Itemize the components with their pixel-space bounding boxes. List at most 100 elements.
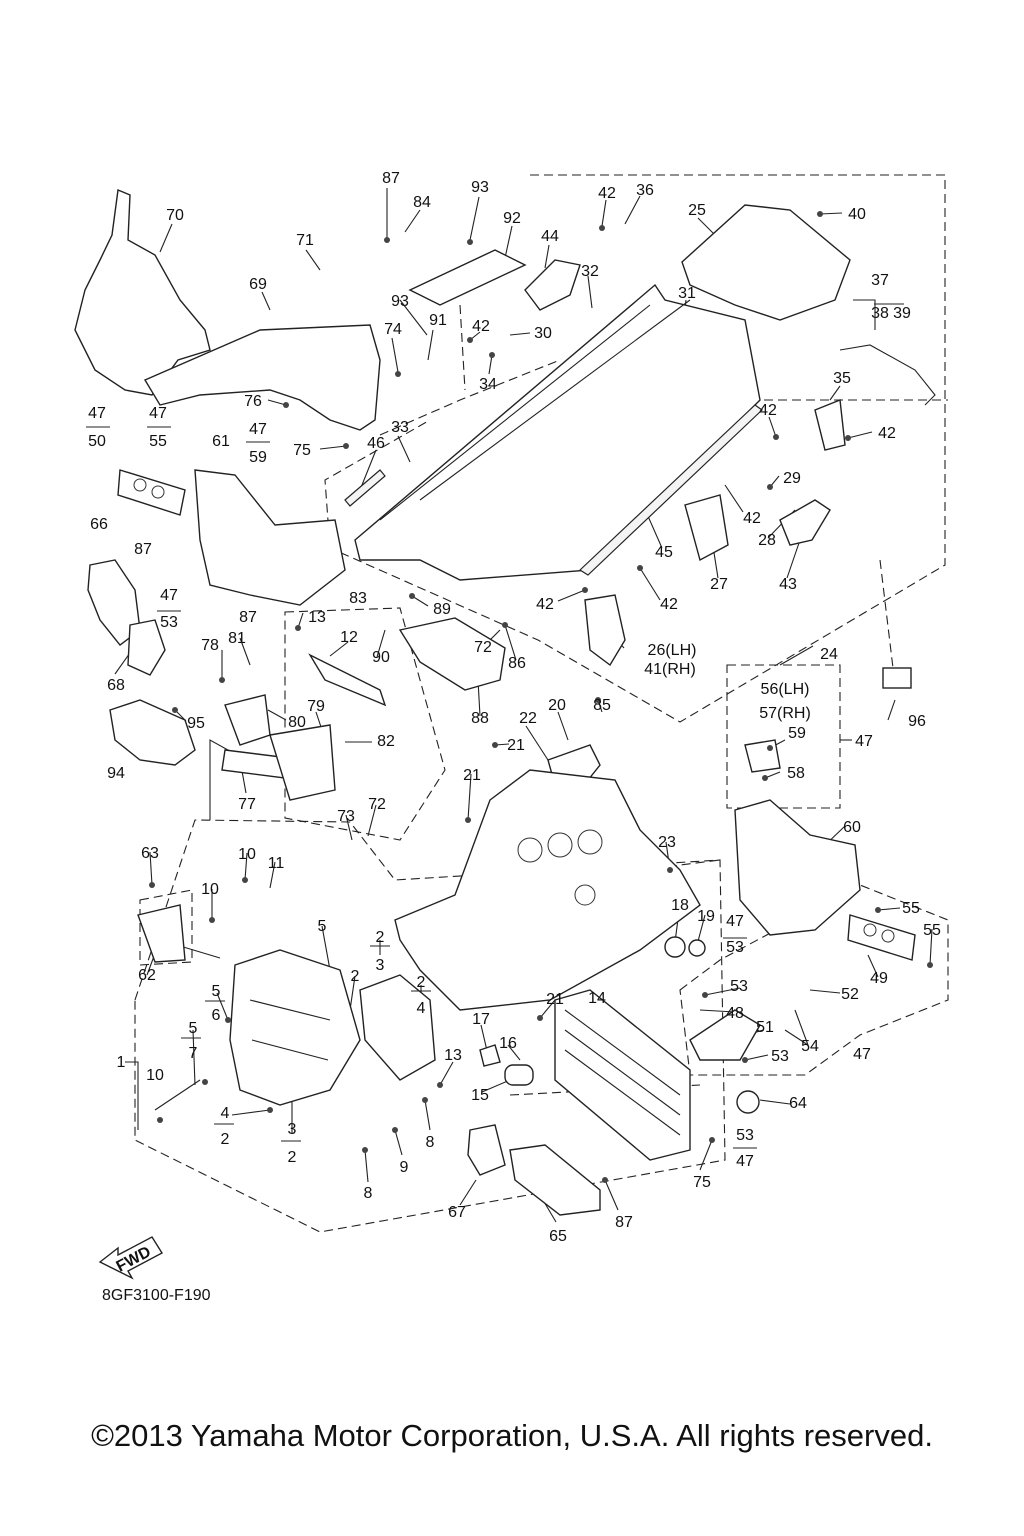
diagram-reference-code: 8GF3100-F190: [102, 1287, 211, 1304]
callout: 79: [307, 698, 325, 715]
callout: 28: [758, 532, 776, 549]
callout: 2: [417, 974, 426, 991]
part-46-rail: [344, 469, 386, 507]
part-1-bulkhead: [229, 949, 361, 1106]
callout: 82: [377, 733, 395, 750]
callout: 91: [429, 312, 447, 329]
callout: 39: [893, 305, 911, 322]
callout: 3: [376, 957, 385, 974]
callout: 4: [417, 1000, 426, 1017]
callout: 12: [340, 629, 358, 646]
callout: 13: [308, 609, 326, 626]
callout: 42: [598, 185, 616, 202]
callout: 76: [244, 393, 262, 410]
callout: 62: [138, 967, 156, 984]
callout: 90: [372, 649, 390, 666]
callout: 61: [212, 433, 230, 450]
callout: 57(RH): [759, 705, 811, 722]
callout: 66: [90, 516, 108, 533]
callout: 89: [433, 601, 451, 618]
callout: 26(LH): [648, 642, 697, 659]
callout: 47: [855, 733, 873, 750]
callout: 58: [787, 765, 805, 782]
callout: 3: [288, 1121, 297, 1138]
callout: 51: [756, 1019, 774, 1036]
callout: 33: [391, 419, 409, 436]
callout: 53: [726, 939, 744, 956]
callout: 17: [472, 1011, 490, 1028]
callout: 49: [870, 970, 888, 987]
callout: 43: [779, 576, 797, 593]
callout: 32: [581, 263, 599, 280]
callout: 22: [519, 710, 537, 727]
callout: 4: [221, 1105, 230, 1122]
callout: 72: [474, 639, 492, 656]
part-88-skid-plate: [398, 617, 506, 691]
callout: 52: [841, 986, 859, 1003]
callout: 48: [726, 1005, 744, 1022]
callout: 37: [871, 272, 889, 289]
callout: 78: [201, 637, 219, 654]
part-26-41-bracket: [584, 594, 626, 667]
callout: 24: [820, 646, 838, 663]
part-64-hub: [736, 1090, 760, 1114]
callout: 42: [878, 425, 896, 442]
callout: 87: [382, 170, 400, 187]
part-2-bracket: [359, 974, 436, 1081]
callout: 84: [413, 194, 431, 211]
callout-group-bars: [86, 303, 904, 1149]
callout: 11: [268, 855, 285, 872]
part-51-bracket: [689, 1009, 761, 1061]
callout: 86: [508, 655, 526, 672]
callout: 14: [588, 990, 606, 1007]
callout: 81: [228, 630, 246, 647]
part-45-slide-rail: [579, 404, 763, 576]
callout: 64: [789, 1095, 807, 1112]
callout: 53: [736, 1127, 754, 1144]
callout: 92: [503, 210, 521, 227]
part-37-bar: [839, 344, 936, 406]
callout: 29: [783, 470, 801, 487]
callout: 8: [426, 1134, 435, 1151]
callout: 16: [499, 1035, 517, 1052]
callout: 19: [697, 908, 715, 925]
part-44-bracket: [524, 259, 581, 311]
callout: 18: [671, 897, 689, 914]
part-67-cover: [467, 1124, 506, 1176]
fasteners: [149, 211, 933, 1183]
callout: 88: [471, 710, 489, 727]
callout: 73: [337, 808, 355, 825]
callout: 2: [221, 1131, 230, 1148]
callout: 93: [391, 293, 409, 310]
part-60-bracket: [734, 799, 861, 936]
callout: 60: [843, 819, 861, 836]
callout: 47: [149, 405, 167, 422]
forward-arrow-icon: FWD: [98, 1236, 163, 1280]
callout: 77: [238, 796, 256, 813]
callout: 69: [249, 276, 267, 293]
callout: 71: [296, 232, 314, 249]
callout: 10: [146, 1067, 164, 1084]
part-50-plate: [117, 469, 186, 516]
part-18-bearing: [664, 936, 686, 958]
callout: 8: [364, 1185, 373, 1202]
part-56-57-plate: [744, 739, 781, 773]
callout: 21: [507, 737, 525, 754]
assembly-boundaries: [134, 174, 949, 1233]
callout: 31: [678, 285, 696, 302]
callout: 5: [189, 1020, 198, 1037]
callout: 30: [534, 325, 552, 342]
part-61-bracket: [194, 469, 346, 606]
callout: 53: [160, 614, 178, 631]
callout: 74: [384, 321, 402, 338]
callout: 47: [853, 1046, 871, 1063]
callout: 87: [615, 1214, 633, 1231]
callout: 42: [536, 596, 554, 613]
part-19-ring: [688, 939, 706, 957]
callout: 47: [160, 587, 178, 604]
part-27-bracket: [684, 494, 729, 562]
part-80-bracket: [224, 694, 271, 746]
callout: 42: [660, 596, 678, 613]
callout: 44: [541, 228, 559, 245]
